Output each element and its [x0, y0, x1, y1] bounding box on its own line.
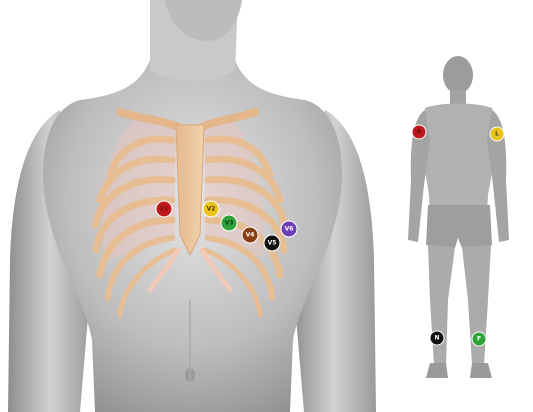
electrode-v2: V2 [203, 201, 219, 217]
small-head [443, 56, 473, 94]
small-shorts [426, 205, 492, 248]
small-right-leg [428, 245, 455, 365]
small-torso [420, 104, 498, 216]
electrode-v3: V3 [221, 215, 237, 231]
small-right-foot [426, 363, 448, 378]
electrode-v1-label: V1 [160, 206, 169, 213]
torso-figure [8, 0, 376, 412]
electrode-ra: R [412, 125, 426, 139]
electrode-v5: V5 [264, 235, 280, 251]
full-body-figure [408, 56, 509, 378]
electrode-v2-label: V2 [207, 206, 216, 213]
electrode-v1: V1 [156, 201, 172, 217]
electrode-v3-label: V3 [225, 220, 234, 227]
electrode-ll: F [472, 332, 486, 346]
electrode-v6-label: V6 [285, 226, 294, 233]
electrode-ra-label: R [417, 129, 422, 136]
electrode-v6: V6 [281, 221, 297, 237]
electrode-ll-label: F [477, 336, 481, 343]
electrode-v4: V4 [242, 227, 258, 243]
electrode-v4-label: V4 [246, 232, 255, 239]
electrode-la-label: L [495, 131, 499, 138]
small-left-foot [470, 363, 492, 378]
electrode-rl: N [430, 331, 444, 345]
electrode-v5-label: V5 [268, 240, 277, 247]
electrode-rl-label: N [434, 335, 439, 342]
electrode-la: L [490, 127, 504, 141]
small-left-leg [462, 245, 491, 365]
